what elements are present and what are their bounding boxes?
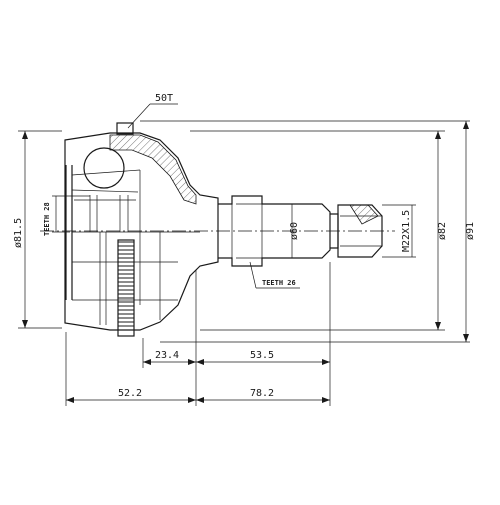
label-len-short: 23.4: [155, 350, 179, 361]
label-len-shaft: 53.5: [250, 350, 274, 361]
label-dia-body: ø81.5: [13, 218, 24, 248]
label-len-body: 52.2: [118, 388, 142, 399]
label-dia-max: ø91: [465, 222, 476, 240]
dimension-lines: [18, 103, 470, 406]
label-dia-seal: ø82: [437, 222, 448, 240]
label-len-total: 78.2: [250, 388, 274, 399]
outer-housing: [64, 122, 219, 331]
label-thread: M22X1.5: [401, 210, 412, 252]
label-teeth-outer: TEETH 26: [262, 279, 296, 287]
label-dia-shaft: ø60: [289, 222, 300, 240]
label-abs-ring: 50T: [155, 93, 173, 104]
stub-shaft: [218, 195, 383, 267]
abs-tone-ring: [117, 239, 135, 337]
label-teeth-inner: TEETH 28: [43, 202, 51, 236]
